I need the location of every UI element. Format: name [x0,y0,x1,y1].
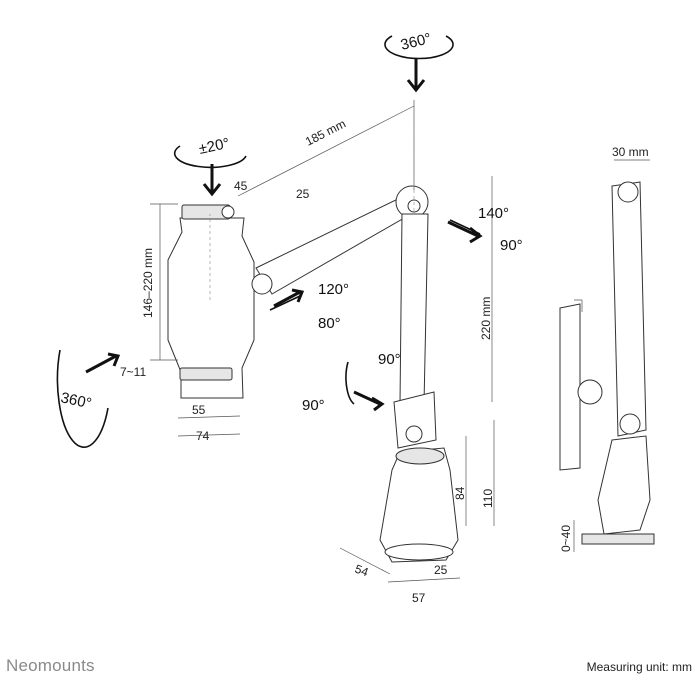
dim-side-width: 30 mm [612,145,649,159]
clamp-base [379,447,459,563]
dim-55: 55 [192,403,206,417]
arm-joint [251,273,273,295]
angle-elbow-up: 140° [478,205,509,222]
side-clamp-foot [581,533,655,545]
dim-holder-range: 146–220 mm [141,248,155,318]
angle-arm-down: 80° [318,315,341,332]
lower-joint [393,391,437,449]
dimension-labels: 185 mm 220 mm 146–220 mm 110 84 30 mm 0~… [120,117,649,605]
rotation-arrow-top [384,35,454,60]
dim-74: 74 [196,429,210,443]
angle-head-tilt: ±20° [197,135,231,158]
dim-57: 57 [412,591,426,605]
rotation-arrow-holder [56,349,109,448]
side-arm [611,181,647,437]
dimension-lines [150,100,650,583]
brand-logo: Neomounts [6,656,95,675]
tablet-holder [167,217,255,399]
rotation-arrow-tilt [173,145,247,169]
angle-arm-up: 120° [318,281,349,298]
angle-labels: 360° ±20° 360° 140° 90° 120° 80° 90° 90° [59,30,523,414]
dim-arm-height: 220 mm [479,297,493,340]
angle-top: 360° [399,30,433,54]
holder-knob [221,205,235,219]
side-clamp [597,435,651,535]
rotation-arrow-arm [269,295,301,311]
measuring-unit-note: Measuring unit: mm [586,660,692,674]
dim-clamp-mid: 84 [453,486,467,500]
angle-base-left: 90° [302,397,325,414]
dim-25-top: 25 [296,187,310,201]
rotation-arrow-base [345,361,355,405]
holder-bottom-clamp [179,367,233,381]
side-holder [559,303,581,471]
side-view-illustration [559,181,655,545]
dim-clamp-height: 110 [481,489,495,508]
vertical-arm [399,213,429,405]
dim-45: 45 [234,179,248,193]
dim-7-11: 7~11 [120,365,146,379]
angle-base-right: 90° [378,351,401,368]
dim-desk-thickness: 0~40 [559,525,573,552]
dim-arm-length: 185 mm [303,117,348,149]
horizontal-arm [255,195,419,295]
motion-arrows [56,35,483,448]
dim-25-bottom: 25 [434,563,448,577]
angle-holder-spin: 360° [59,389,93,412]
dim-54: 54 [353,562,371,580]
mount-illustration [167,185,459,563]
angle-elbow-down: 90° [500,237,523,254]
